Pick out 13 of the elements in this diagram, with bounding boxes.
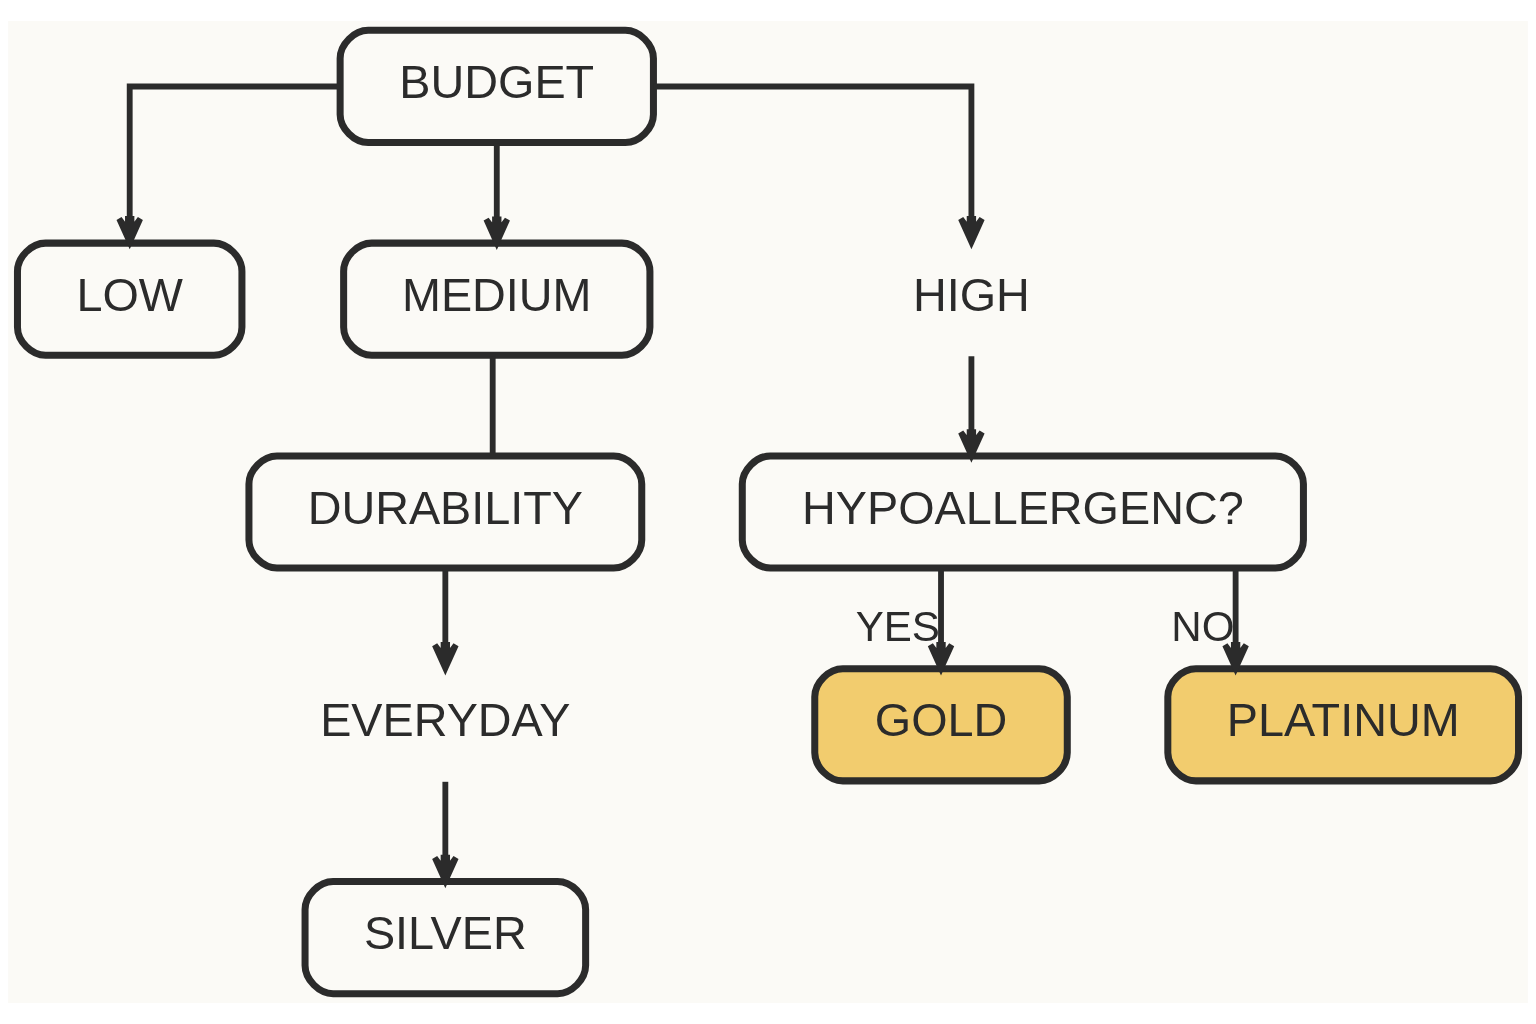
node-box: GOLD bbox=[811, 665, 1071, 785]
node-box: MEDIUM bbox=[340, 239, 654, 359]
node-box: PLATINUM bbox=[1164, 665, 1523, 785]
edge-label: YES bbox=[855, 602, 940, 650]
connector bbox=[489, 356, 496, 456]
node-text: HIGH bbox=[912, 268, 1030, 321]
edge-label: NO bbox=[1171, 602, 1235, 650]
node-text: EVERYDAY bbox=[320, 694, 571, 747]
node-box: SILVER bbox=[301, 877, 590, 998]
node-box: LOW bbox=[13, 239, 246, 359]
node-box: HYPOALLERGENC? bbox=[738, 452, 1307, 572]
node-box: DURABILITY bbox=[245, 452, 646, 572]
node-box: BUDGET bbox=[336, 26, 657, 147]
